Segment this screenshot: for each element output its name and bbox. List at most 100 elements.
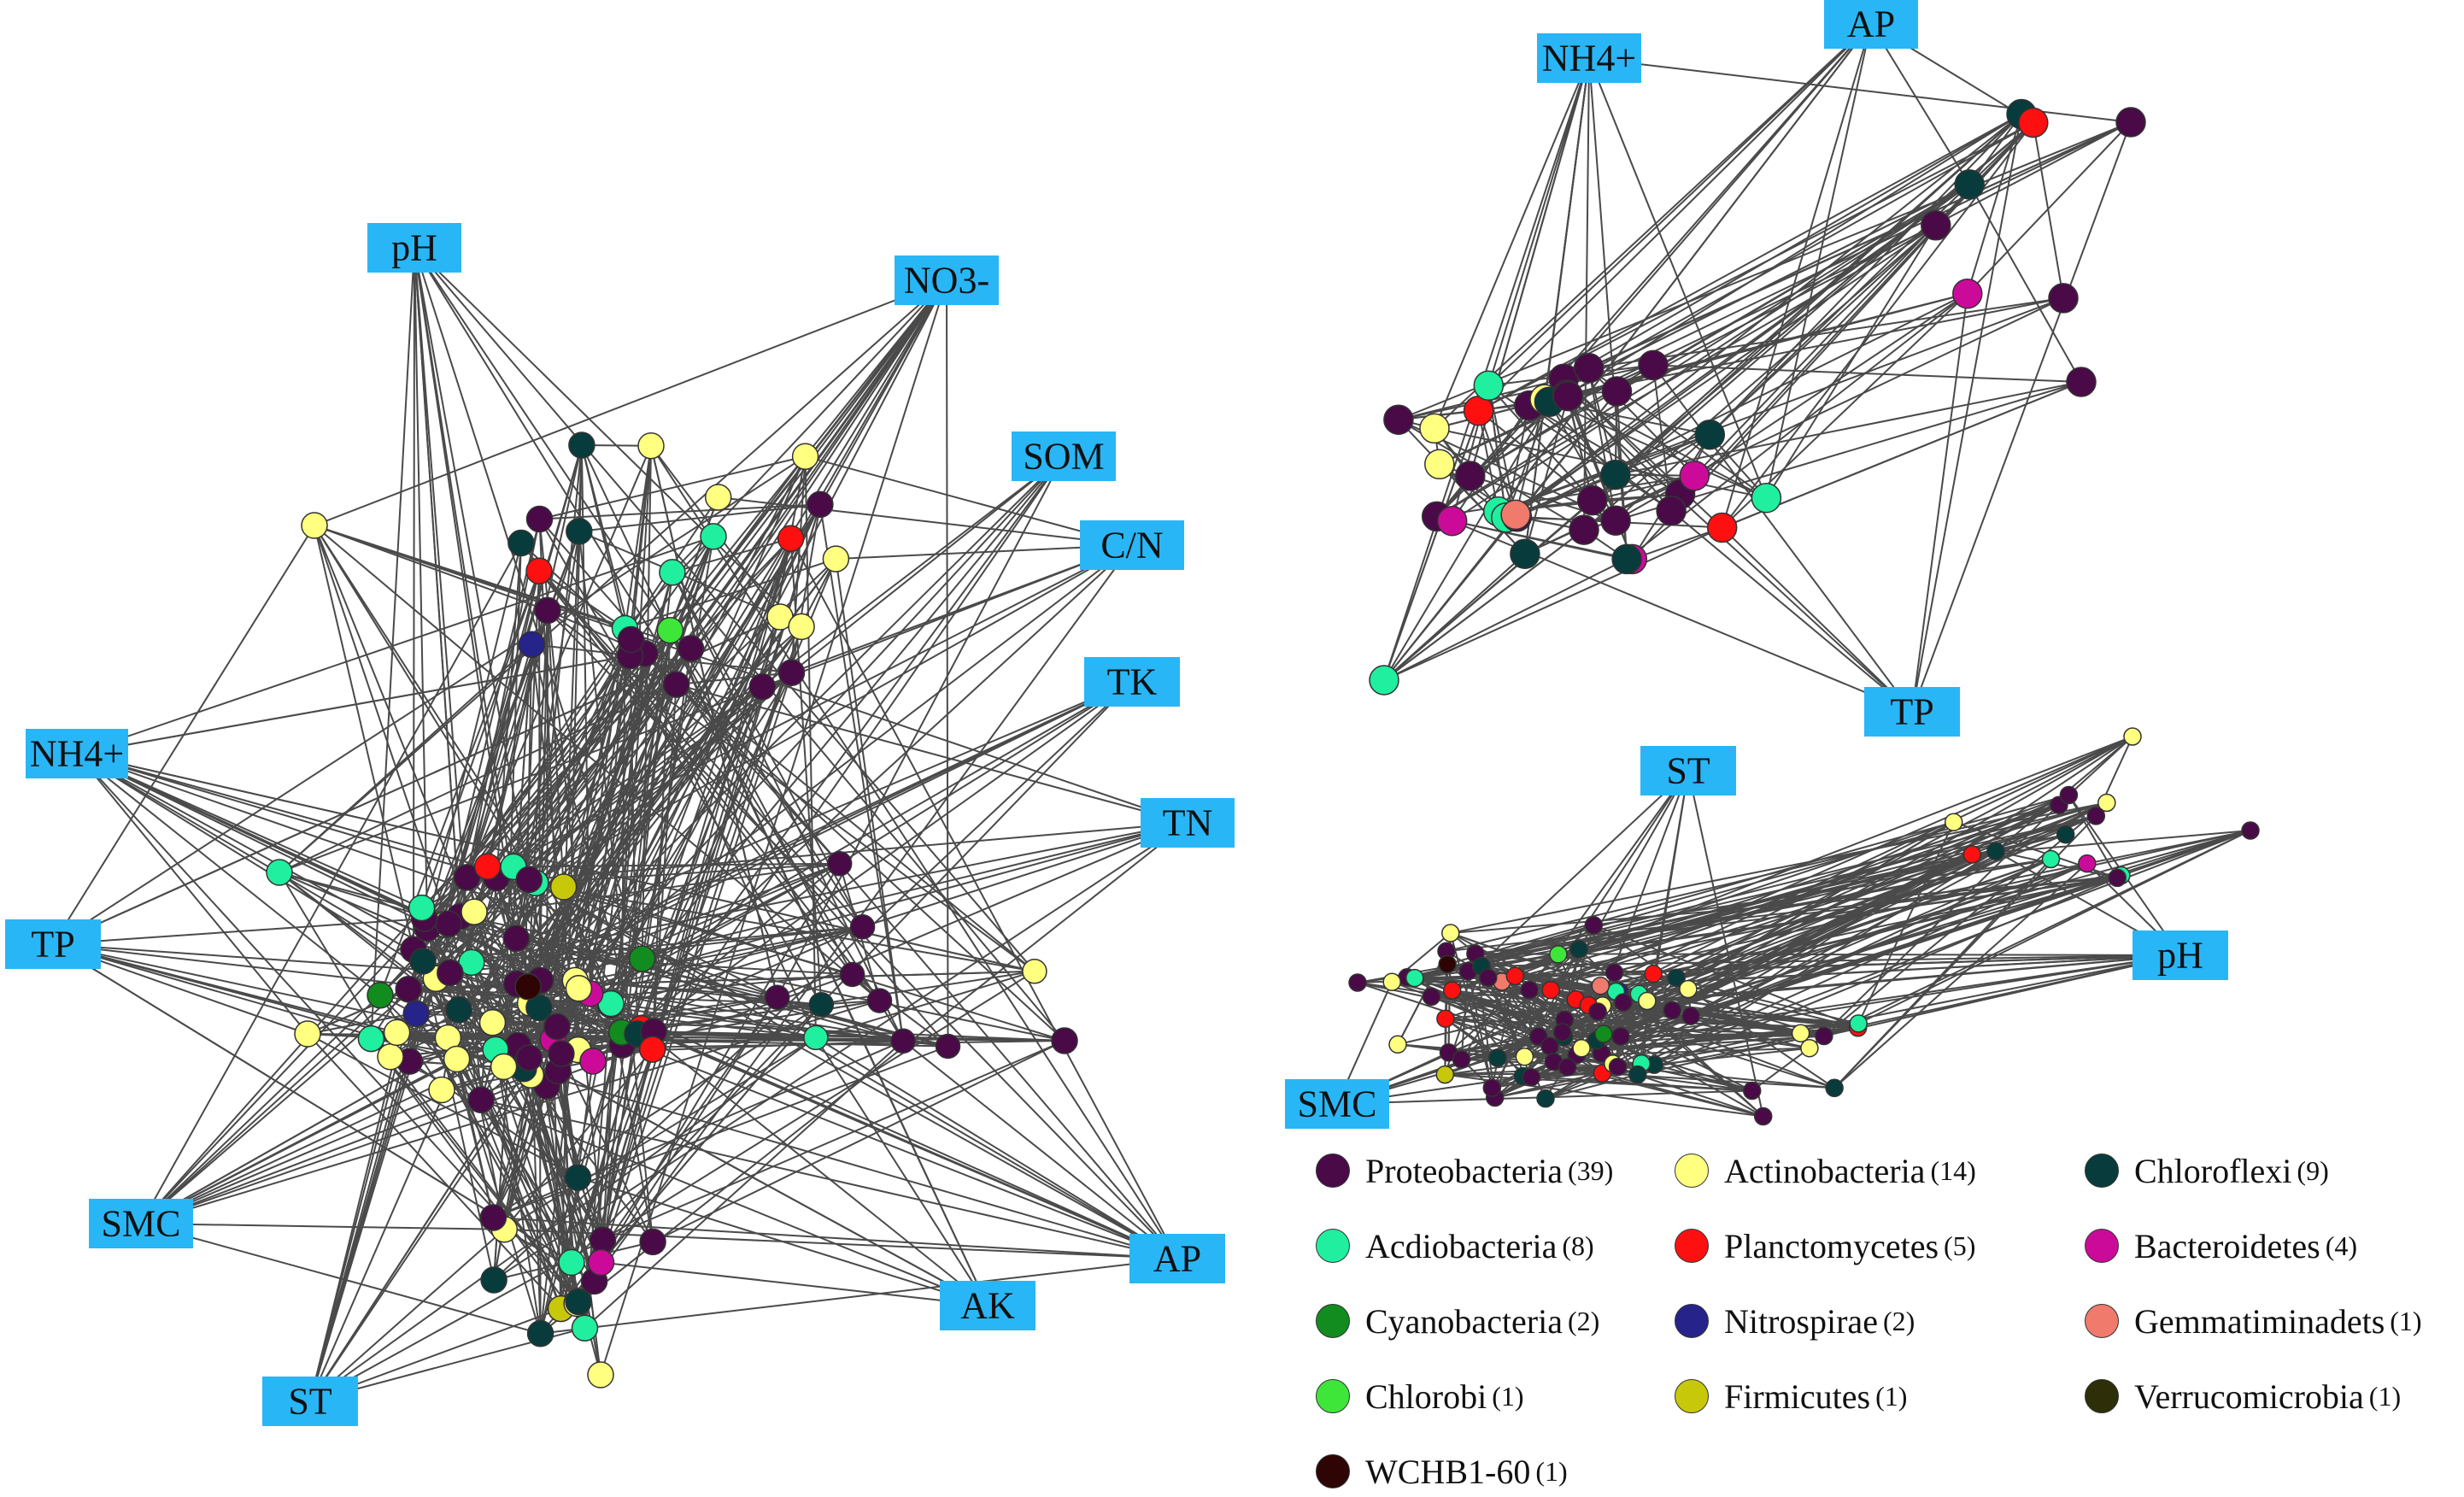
otu-node-proteo [1456,461,1485,490]
env-factor-label: SMC [102,1203,181,1245]
otu-node-proteo [640,1229,666,1254]
otu-node-proteo [891,1029,915,1053]
otu-node-proteo [1522,1069,1540,1086]
legend-phylum-name: Chloroflexi [2134,1151,2291,1191]
otu-node-proteo [549,1041,574,1066]
env-factor-ph: pH [2133,930,2228,980]
legend-item-chloroflexi: Chloroflexi(9) [2085,1145,2329,1196]
otu-node-plancto [526,558,552,584]
env-factor-label: AP [1153,1238,1201,1280]
otu-node-acido [1474,371,1503,400]
env-factor-tp: TP [1864,687,1960,737]
legend-phylum-count: (1) [1535,1456,1567,1488]
edge [2033,123,2063,298]
otu-node-cyano [367,983,393,1008]
otu-node-proteo [749,674,775,700]
otu-node-proteo [1052,1028,1077,1054]
legend-swatch [1675,1379,1709,1413]
env-edge [310,1061,409,1401]
otu-node-proteo [480,1205,506,1230]
env-factor-label: NH4+ [1542,38,1636,79]
env-edge [1912,122,2131,712]
otu-node-actino [706,484,731,510]
otu-node-proteo [1384,405,1413,434]
otu-node-actino [1573,1040,1590,1057]
env-factor-st: ST [1640,746,1736,795]
env-edge [1671,511,1912,712]
legend-phylum-count: (2) [1883,1306,1915,1337]
edge [1399,122,2131,420]
otu-node-acido [267,860,292,885]
legend-phylum-count: (5) [1944,1230,1975,1262]
env-factor-label: ST [1666,750,1710,792]
legend-phylum-name: Cyanobacteria [1365,1301,1563,1341]
otu-node-proteo [664,672,689,697]
legend-item-acido: Acdiobacteria(8) [1316,1220,1594,1271]
env-factor-label: TN [1163,802,1213,844]
otu-node-chloroflexi [1511,539,1540,568]
legend-swatch [2085,1229,2119,1263]
otu-node-actino [638,433,664,459]
env-factor-ap: AP [1129,1234,1225,1283]
otu-node-bactero [1953,279,1982,308]
otu-node-actino [444,1047,470,1072]
otu-node-proteo [678,636,704,661]
env-edge [1722,528,1912,713]
otu-node-chloroflexi [566,1165,591,1190]
otu-node-acido [1370,666,1399,695]
otu-node-actino [1680,981,1697,998]
env-factor-label: NO3- [904,260,989,302]
otu-node-nitro [403,1001,429,1026]
otu-node-chloroflexi [566,519,592,544]
env-factor-ak: AK [940,1281,1035,1330]
otu-node-proteo [1585,917,1602,934]
otu-node-plancto [1963,846,1980,863]
otu-node-chlorobi [1550,946,1567,963]
otu-node-actino [384,1019,410,1045]
legend-phylum-count: (1) [1875,1381,1907,1412]
env-factor-st: ST [262,1377,358,1426]
otu-node-proteo [1606,964,1623,981]
otu-node-gemma [1501,500,1530,529]
legend-item-actino: Actinobacteria(14) [1675,1145,1976,1196]
otu-node-proteo [2049,284,2078,313]
otu-node-actino [1023,960,1047,983]
legend-swatch [2085,1154,2119,1188]
otu-node-proteo [1423,988,1440,1005]
otu-node-proteo [1744,1083,1761,1100]
otu-node-acido [572,1315,598,1341]
otu-node-proteo [1603,377,1632,406]
otu-node-acido [701,524,726,549]
env-edge [541,280,947,980]
edge [582,445,631,640]
otu-node-chloroflexi [528,1321,554,1347]
legend-swatch [1675,1229,1709,1263]
legend-swatch [2085,1304,2119,1338]
env-edge [642,1029,988,1306]
otu-node-proteo [2109,869,2126,886]
otu-node-chlorobi [657,618,683,643]
otu-node-proteo [1663,1001,1681,1019]
legend-swatch [1316,1379,1350,1413]
edge [1968,122,2131,294]
legend-phylum-name: Bacteroidetes [2134,1226,2320,1266]
otu-node-proteo [936,1035,960,1059]
legend-phylum-name: Actinobacteria [1724,1151,1925,1191]
legend-phylum-name: Gemmatiminadets [2134,1301,2385,1341]
otu-node-plancto [1444,982,1461,999]
env-factor-no3-: NO3- [895,255,999,305]
legend-phylum-count: (4) [2326,1230,2357,1262]
env-edge [816,1037,988,1306]
otu-node-proteo [436,911,461,936]
env-edge [541,1259,1177,1334]
otu-node-acido [358,1026,384,1052]
env-factor-tp: TP [5,919,101,969]
otu-node-proteo [1657,496,1686,525]
otu-node-chloroflexi [1601,461,1630,490]
env-edge [947,280,948,1047]
legend-phylum-count: (1) [1492,1381,1523,1412]
edge [1710,123,2033,435]
edge [653,1041,1065,1242]
otu-node-proteo [1610,1059,1627,1076]
otu-node-acido [559,1250,584,1276]
